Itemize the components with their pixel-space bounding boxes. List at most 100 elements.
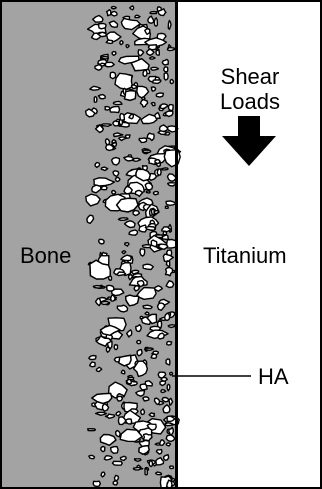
ha-particle: [145, 227, 155, 231]
ha-particle: [122, 251, 126, 254]
ha-particle: [110, 106, 120, 112]
ha-particle: [98, 24, 106, 29]
ha-particle: [167, 48, 175, 51]
ha-particle: [98, 95, 105, 99]
ha-particle: [113, 101, 122, 104]
ha-particle: [114, 475, 118, 481]
ha-particle: [161, 390, 166, 393]
ha-particle: [153, 80, 161, 83]
ha-particle: [134, 286, 139, 291]
ha-particle: [116, 431, 121, 437]
ha-particle: [149, 413, 155, 417]
ha-particle: [164, 73, 168, 80]
ha-particle: [106, 145, 114, 151]
ha-particle: [101, 302, 110, 305]
ha-particle: [120, 41, 123, 45]
ha-particle: [101, 167, 107, 170]
ha-particle: [140, 249, 145, 256]
ha-particle: [157, 169, 161, 175]
ha-particle: [112, 158, 120, 166]
ha-particle: [101, 446, 105, 451]
ha-particle: [127, 379, 132, 384]
ha-particle: [156, 93, 163, 97]
shear-label-line2: Loads: [220, 89, 280, 114]
ha-particle: [121, 456, 127, 460]
ha-particle: [107, 347, 111, 352]
ha-particle: [146, 191, 150, 193]
ha-particle: [117, 272, 126, 276]
ha-particle: [106, 40, 112, 43]
ha-particle: [126, 419, 132, 424]
ha-particle: [124, 157, 134, 161]
ha-particle: [130, 6, 134, 10]
ha-particle: [137, 350, 142, 356]
ha-particle: [160, 381, 166, 386]
ha-particle: [125, 243, 129, 247]
ha-particle: [99, 239, 105, 244]
ha-particle: [113, 481, 117, 485]
ha-particle: [101, 472, 105, 477]
ha-particle: [167, 384, 170, 391]
ha-particle: [89, 356, 96, 360]
ha-particle: [143, 264, 153, 269]
ha-particle: [166, 435, 175, 442]
ha-particle: [153, 192, 158, 195]
ha-particle: [111, 7, 116, 9]
ha-particle: [137, 341, 141, 344]
ha-particle: [121, 370, 124, 374]
ha-particle: [165, 206, 168, 208]
ha-particle: [131, 85, 136, 88]
ha-particle: [113, 121, 119, 126]
ha-particle: [170, 79, 174, 83]
ha-particle: [145, 468, 147, 475]
ha-particle: [145, 348, 153, 350]
ha-particle: [159, 244, 168, 249]
ha-particle: [101, 124, 111, 126]
ha-particle: [111, 11, 117, 16]
ha-particle: [143, 150, 151, 152]
ha-particle: [170, 466, 174, 469]
ha-particle: [165, 313, 170, 320]
ha-particle: [151, 87, 155, 91]
ha-particle: [163, 231, 167, 234]
ha-particle: [140, 384, 147, 390]
ha-particle: [119, 218, 128, 221]
ha-particle: [136, 325, 141, 332]
ha-particle: [106, 139, 110, 145]
ha-particle: [164, 67, 168, 72]
ha-particle: [158, 131, 167, 135]
ha-particle: [89, 455, 95, 458]
ha-particle: [149, 460, 152, 466]
ha-particle: [101, 57, 108, 59]
ha-particle: [117, 396, 122, 401]
ha-particle: [94, 97, 97, 103]
ha-particle: [95, 65, 102, 71]
ha-particle: [111, 447, 118, 454]
ha-particle: [151, 354, 157, 358]
ha-particle: [151, 103, 155, 106]
ha-particle: [88, 429, 96, 431]
ha-particle: [119, 119, 122, 125]
bone-label: Bone: [20, 243, 71, 268]
ha-particle: [116, 177, 121, 181]
shear-label-line1: Shear: [221, 64, 280, 89]
ha-particle: [166, 359, 170, 365]
ha-particle: [164, 455, 169, 461]
ha-particle: [142, 245, 150, 248]
ha-particle: [139, 138, 146, 142]
ha-particle: [119, 417, 126, 425]
ha-particle: [115, 73, 132, 89]
ha-particle: [155, 160, 160, 164]
ha-particle: [145, 183, 152, 190]
ha-particle: [126, 295, 139, 306]
ha-particle: [165, 423, 174, 426]
ha-particle: [162, 59, 168, 65]
ha-particle: [166, 443, 170, 446]
ha-particle: [141, 409, 145, 414]
ha-particle: [113, 171, 119, 177]
ha-particle: [160, 440, 165, 445]
ha-particle: [156, 49, 159, 55]
ha-particle: [114, 345, 117, 350]
